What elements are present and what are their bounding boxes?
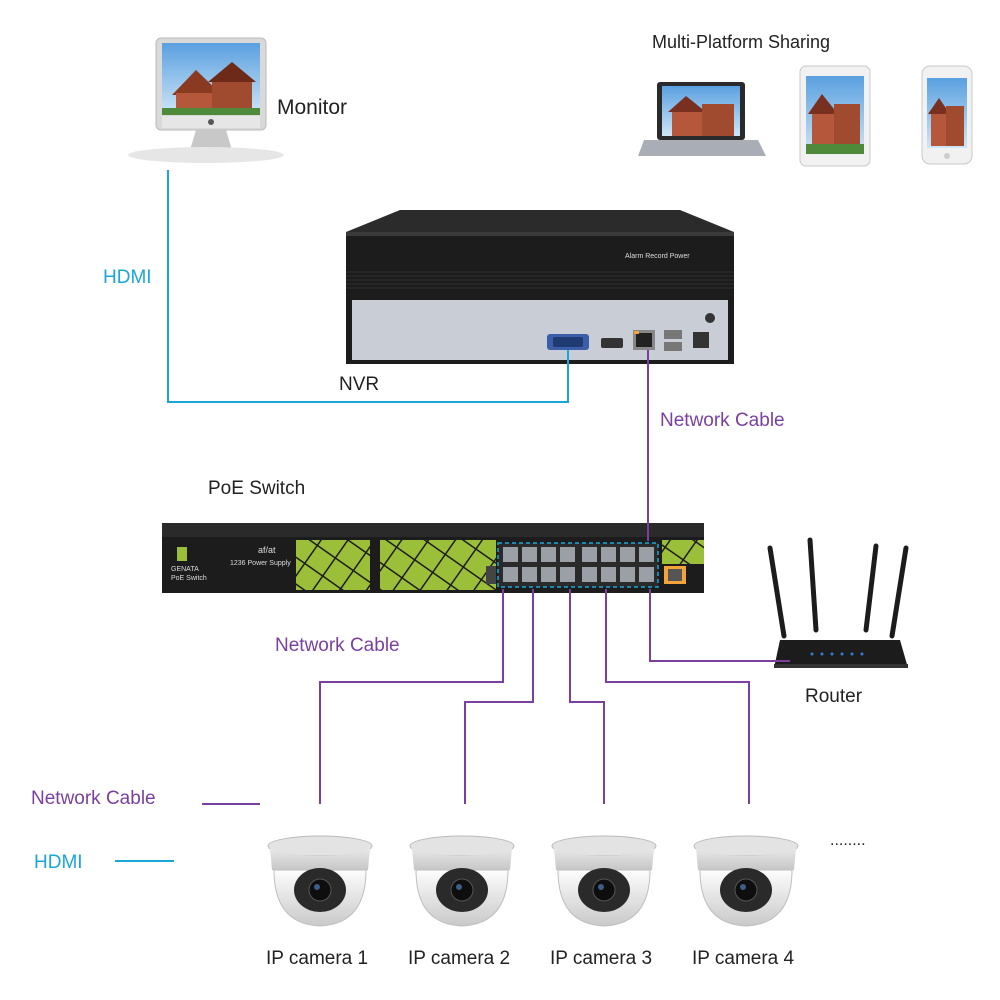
camera-4-label: IP camera 4 xyxy=(692,948,795,969)
switch-brand: GENATA xyxy=(171,566,199,573)
poe-switch-label: PoE Switch xyxy=(208,478,306,499)
hdmi-cable xyxy=(167,170,569,403)
network-cable-top-label: Network Cable xyxy=(660,410,785,431)
dome-camera-2 xyxy=(409,835,515,927)
legend-network-label: Network Cable xyxy=(31,788,156,809)
monitor-icon xyxy=(128,37,284,163)
tablet-icon xyxy=(799,65,871,167)
nvr-device: Alarm Record Power xyxy=(346,210,734,364)
camera-3-label: IP camera 3 xyxy=(550,948,653,969)
switch-name-text: PoE Switch xyxy=(171,575,207,582)
network-cables xyxy=(319,350,790,804)
router-label: Router xyxy=(805,686,863,707)
dome-camera-4 xyxy=(693,835,799,927)
more-cameras-ellipsis: ........ xyxy=(830,832,866,849)
legend-hdmi-label: HDMI xyxy=(34,852,83,873)
nvr-status-text: Alarm Record Power xyxy=(625,253,690,260)
router-device xyxy=(767,537,909,668)
switch-power-text: 1236 Power Supply xyxy=(230,560,291,567)
monitor-label: Monitor xyxy=(277,96,348,119)
camera-2-label: IP camera 2 xyxy=(408,948,511,969)
network-cable-mid-label: Network Cable xyxy=(275,635,400,656)
poe-switch-device: GENATA af/at 1236 Power Supply PoE Switc… xyxy=(162,523,704,593)
multi-platform-label: Multi-Platform Sharing xyxy=(652,32,831,52)
switch-model: af/at xyxy=(258,545,276,555)
camera-1-label: IP camera 1 xyxy=(266,948,369,969)
phone-icon xyxy=(921,65,973,165)
laptop-icon xyxy=(638,82,766,156)
dome-camera-1 xyxy=(267,835,373,927)
dome-camera-3 xyxy=(551,835,657,927)
nvr-label: NVR xyxy=(339,374,380,395)
hdmi-link-label: HDMI xyxy=(103,267,152,288)
